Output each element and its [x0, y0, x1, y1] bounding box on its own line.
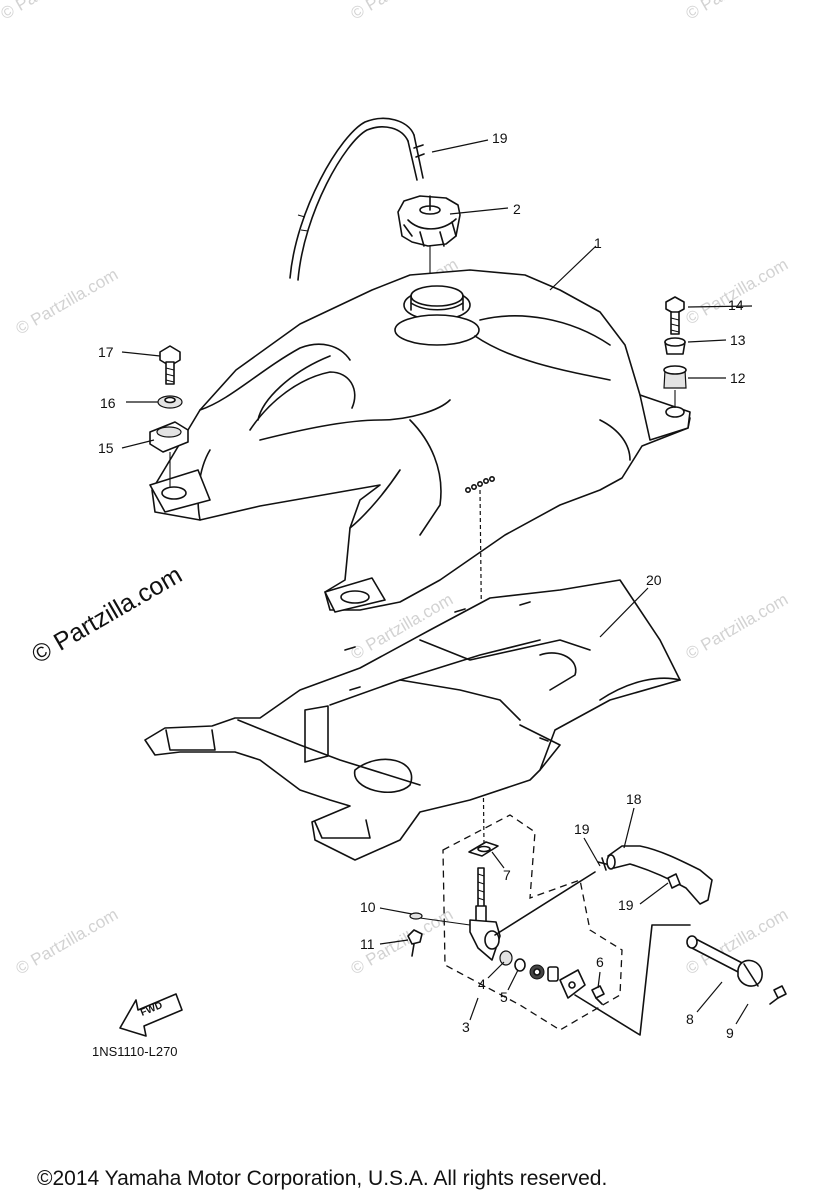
callout-10: 10 [360, 899, 376, 915]
callout-16: 16 [100, 395, 116, 411]
watermark: © Partzilla.com [683, 590, 792, 664]
fuel-cock-assembly [407, 814, 691, 1036]
diagram-code: 1NS1110-L270 [92, 1044, 178, 1059]
right-mount-hardware [663, 296, 687, 408]
breather-hose [289, 117, 425, 281]
callout-7: 7 [503, 867, 511, 883]
fuel-cock-lever [686, 935, 787, 1005]
callout-13: 13 [730, 332, 746, 348]
callout-6: 6 [596, 954, 604, 970]
callout-2: 2 [513, 201, 521, 217]
callout-3: 3 [462, 1019, 470, 1035]
forward-direction-arrow: FWD [119, 993, 183, 1037]
callout-numbers: 19 2 1 14 13 12 17 16 15 20 18 19 19 7 1… [98, 130, 746, 1041]
copyright-notice: ©2014 Yamaha Motor Corporation, U.S.A. A… [37, 1167, 607, 1190]
leader-lines [121, 139, 753, 1025]
callout-4: 4 [478, 976, 486, 992]
callout-11: 11 [360, 936, 375, 952]
tank-bracket [144, 579, 681, 861]
watermark-large: © Partzilla.com [27, 561, 187, 669]
callout-20: 19 [492, 130, 508, 146]
callout-18: 18 [626, 791, 642, 807]
watermark: © Partzilla.com [683, 255, 792, 329]
watermark: © Partzilla.com [348, 0, 457, 23]
callout-12: 12 [730, 370, 746, 386]
watermark: © Partzilla.com [0, 0, 106, 23]
watermark: © Partzilla.com [13, 265, 122, 339]
tank-vent-holes [464, 475, 495, 493]
watermark: © Partzilla.com [683, 0, 792, 23]
callout-5: 5 [500, 989, 508, 1005]
callout-9: 9 [726, 1025, 734, 1041]
callout-19a: 19 [574, 821, 590, 837]
callout-21: 20 [646, 572, 662, 588]
callout-19b: 19 [618, 897, 634, 913]
fuel-tank [149, 269, 691, 846]
callout-1: 1 [594, 235, 602, 251]
left-mount-hardware [149, 345, 189, 488]
callout-14: 14 [728, 297, 744, 313]
callout-17: 17 [98, 344, 114, 360]
watermark: © Partzilla.com [13, 905, 122, 979]
callout-8: 8 [686, 1011, 694, 1027]
fuel-hose [597, 845, 713, 905]
callout-15: 15 [98, 440, 114, 456]
